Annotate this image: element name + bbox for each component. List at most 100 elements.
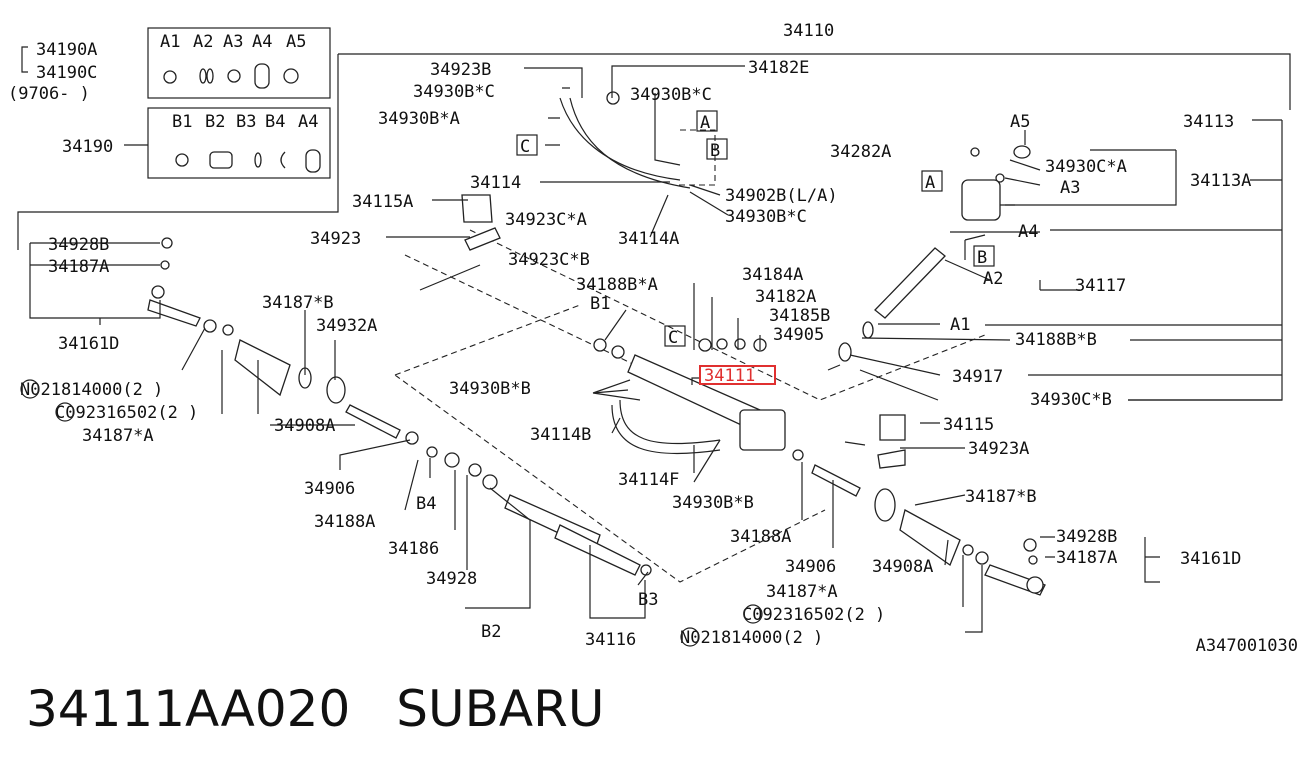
label-34187A-l: 34187A <box>48 257 109 277</box>
label-34114: 34114 <box>470 173 521 193</box>
label-34114A: 34114A <box>618 229 679 249</box>
label-34190C: 34190C <box>36 63 97 83</box>
ref-A-right: A <box>925 173 935 193</box>
ref-box-C-top <box>516 134 538 156</box>
label-34188BA: 34188B*A <box>576 275 658 295</box>
label-A2-r: A2 <box>983 269 1003 289</box>
label-A1: A1 <box>160 32 180 52</box>
box-34190 <box>147 107 331 179</box>
label-34930BA: 34930B*A <box>378 109 460 129</box>
label-34930BC-2: 34930B*C <box>630 85 712 105</box>
label-B3: B3 <box>236 112 256 132</box>
label-34187A-ast-r: 34187*A <box>766 582 838 602</box>
label-B4: B4 <box>265 112 285 132</box>
ref-box-B-right <box>973 245 995 267</box>
label-34182E: 34182E <box>748 58 809 78</box>
label-34923B: 34923B <box>430 60 491 80</box>
pipe-34114 <box>559 97 681 181</box>
label-34111: 34111 <box>704 366 755 386</box>
ref-B-top: B <box>710 141 720 161</box>
label-34187B-l: 34187*B <box>262 293 334 313</box>
tie-rod-left <box>147 285 401 439</box>
dashed-outline <box>394 229 986 583</box>
diagram-code: A347001030 <box>1195 636 1298 656</box>
label-34187A-ast-l: 34187*A <box>82 426 154 446</box>
hardware <box>160 91 1038 576</box>
circle-C-left <box>55 402 75 422</box>
label-B2: B2 <box>205 112 225 132</box>
ref-C-top: C <box>520 137 530 157</box>
label-B2-l: B2 <box>481 622 501 642</box>
label-34906-r: 34906 <box>785 557 836 577</box>
steering-rack <box>504 354 786 576</box>
box-34190A <box>147 27 331 99</box>
label-34928B-l: 34928B <box>48 235 109 255</box>
label-34185B: 34185B <box>769 306 830 326</box>
ring-icons <box>163 63 321 173</box>
label-34190: 34190 <box>62 137 113 157</box>
circle-C-right <box>743 604 763 624</box>
label-C092316502-l: C092316502(2 ) <box>55 403 198 423</box>
ref-C-mid: C <box>668 328 678 348</box>
circle-N-left <box>20 379 40 399</box>
frame-right <box>1128 120 1283 401</box>
label-34114B: 34114B <box>530 425 591 445</box>
label-34930BC-3: 34930B*C <box>725 207 807 227</box>
label-34188A-l: 34188A <box>314 512 375 532</box>
leader-lines <box>29 65 1160 633</box>
label-34113: 34113 <box>1183 112 1234 132</box>
label-34187B-r: 34187*B <box>965 487 1037 507</box>
label-34928: 34928 <box>426 569 477 589</box>
label-B1-c: B1 <box>590 294 610 314</box>
label-B3: B3 <box>638 590 658 610</box>
label-34930BB-1: 34930B*B <box>449 379 531 399</box>
label-34161D-r: 34161D <box>1180 549 1241 569</box>
label-34116: 34116 <box>585 630 636 650</box>
label-A4: A4 <box>252 32 272 52</box>
brand: SUBARU <box>396 680 605 738</box>
label-34908A-l: 34908A <box>274 416 335 436</box>
label-34923CA: 34923C*A <box>505 210 587 230</box>
label-9706: (9706- ) <box>8 84 90 104</box>
ref-B-right: B <box>977 248 987 268</box>
label-34188BB: 34188B*B <box>1015 330 1097 350</box>
label-34110: 34110 <box>783 21 834 41</box>
pipe-34114B <box>619 399 721 445</box>
ref-A-top: A <box>700 113 710 133</box>
ref-box-A-top <box>696 110 718 132</box>
highlight-box-34111 <box>699 365 776 385</box>
label-A3: A3 <box>223 32 243 52</box>
label-34114F: 34114F <box>618 470 679 490</box>
frame-34110 <box>338 53 1291 110</box>
label-34908A-r: 34908A <box>872 557 933 577</box>
label-A1-r: A1 <box>950 315 970 335</box>
ref-box-B-top <box>706 138 728 160</box>
label-34932A: 34932A <box>316 316 377 336</box>
label-C092316502-r: C092316502(2 ) <box>742 605 885 625</box>
label-34923: 34923 <box>310 229 361 249</box>
label-34115A: 34115A <box>352 192 413 212</box>
label-34930CB: 34930C*B <box>1030 390 1112 410</box>
ref-box-C-mid <box>664 325 686 347</box>
label-34905: 34905 <box>773 325 824 345</box>
label-A3-r: A3 <box>1060 178 1080 198</box>
label-34917: 34917 <box>952 367 1003 387</box>
label-34928B-r: 34928B <box>1056 527 1117 547</box>
footer-title: 34111AA020 SUBARU <box>26 680 650 738</box>
label-34187A-r: 34187A <box>1056 548 1117 568</box>
label-34923CB: 34923C*B <box>508 250 590 270</box>
label-B1: B1 <box>172 112 192 132</box>
label-34282A: 34282A <box>830 142 891 162</box>
label-34115: 34115 <box>943 415 994 435</box>
part-number: 34111AA020 <box>26 680 351 738</box>
label-A4-r: A4 <box>1018 222 1038 242</box>
label-34930BB-2: 34930B*B <box>672 493 754 513</box>
ref-box-A-right <box>921 170 943 192</box>
label-N021814000-l: N021814000(2 ) <box>20 380 163 400</box>
circle-N-right <box>680 627 700 647</box>
label-B4-l: B4 <box>416 494 436 514</box>
frame-left <box>17 54 339 250</box>
label-34902B: 34902B(L/A) <box>725 186 838 206</box>
label-34906-l: 34906 <box>304 479 355 499</box>
label-N021814000-r: N021814000(2 ) <box>680 628 823 648</box>
